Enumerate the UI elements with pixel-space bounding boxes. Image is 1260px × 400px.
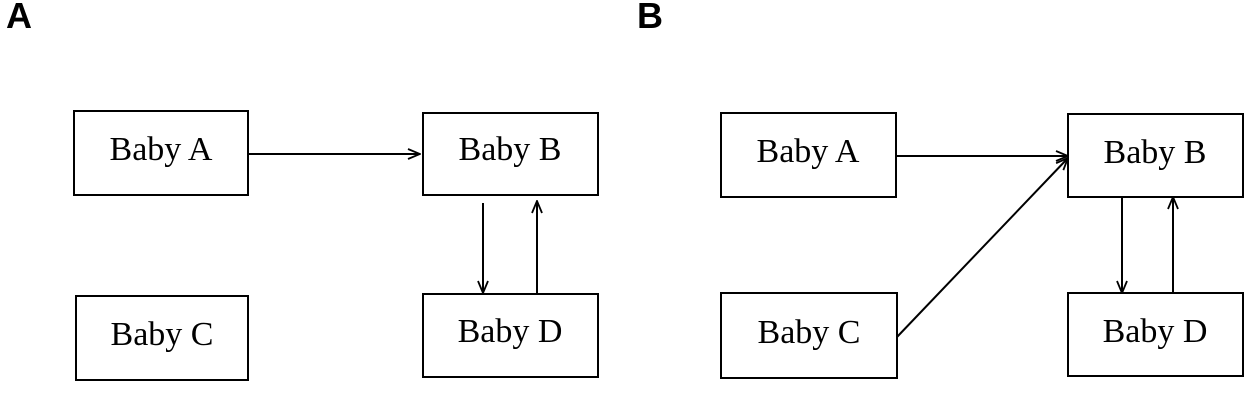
node-label: Baby A: [757, 133, 860, 170]
edge-c-to-b: [896, 158, 1068, 338]
node-baby-b: Baby B: [1067, 113, 1244, 198]
node-baby-a: Baby A: [73, 110, 249, 196]
panel-label-a: A: [6, 0, 32, 36]
node-baby-c: Baby C: [720, 292, 898, 379]
node-baby-a: Baby A: [720, 112, 897, 198]
panel-a: A Baby A Baby B Baby C Baby D: [6, 0, 599, 381]
node-label: Baby B: [1104, 134, 1207, 171]
node-label: Baby A: [110, 131, 213, 168]
node-label: Baby D: [458, 313, 563, 350]
node-baby-d: Baby D: [422, 293, 599, 378]
panel-b: B Baby A Baby B Baby C Baby D: [637, 0, 1244, 379]
node-baby-c: Baby C: [75, 295, 249, 381]
node-label: Baby B: [459, 131, 562, 168]
node-label: Baby D: [1103, 313, 1208, 350]
panel-label-b: B: [637, 0, 663, 36]
node-baby-b: Baby B: [422, 112, 599, 196]
node-label: Baby C: [111, 316, 214, 353]
node-label: Baby C: [758, 314, 861, 351]
node-baby-d: Baby D: [1067, 292, 1244, 377]
